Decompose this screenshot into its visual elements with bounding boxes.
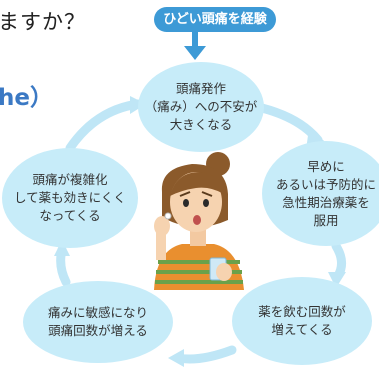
- start-tag: ひどい頭痛を経験: [154, 7, 276, 32]
- cycle-node-sensitivity: 痛みに敏感になり 頭痛回数が増える: [23, 281, 173, 363]
- cycle-node-complication: 頭痛が複雑化 して薬も効きにくく なってくる: [2, 148, 138, 248]
- arrowhead-bottom-right: [328, 272, 346, 288]
- tag-down-arrow: [184, 32, 206, 60]
- arrow-bottom-right-to-bottom-left: [173, 345, 237, 364]
- cycle-node-early-medication: 早めに あるいは予防的に 急性期治療薬を 服用: [262, 141, 379, 246]
- arrow-right-to-bottom-right: [331, 241, 346, 281]
- arrowhead-bottom-left: [168, 349, 184, 367]
- cycle-node-more-doses: 薬を飲む回数が 増えてくる: [232, 277, 372, 365]
- partial-side-text: he）: [0, 85, 53, 111]
- woman-taking-medicine-illustration: [154, 152, 244, 290]
- partial-heading: ますか？: [0, 10, 86, 34]
- arrow-left-to-top: [65, 99, 143, 153]
- arrowhead-left: [54, 240, 70, 256]
- cycle-node-anxiety: 頭痛発作 （痛み）への不安が 大きくなる: [138, 62, 264, 152]
